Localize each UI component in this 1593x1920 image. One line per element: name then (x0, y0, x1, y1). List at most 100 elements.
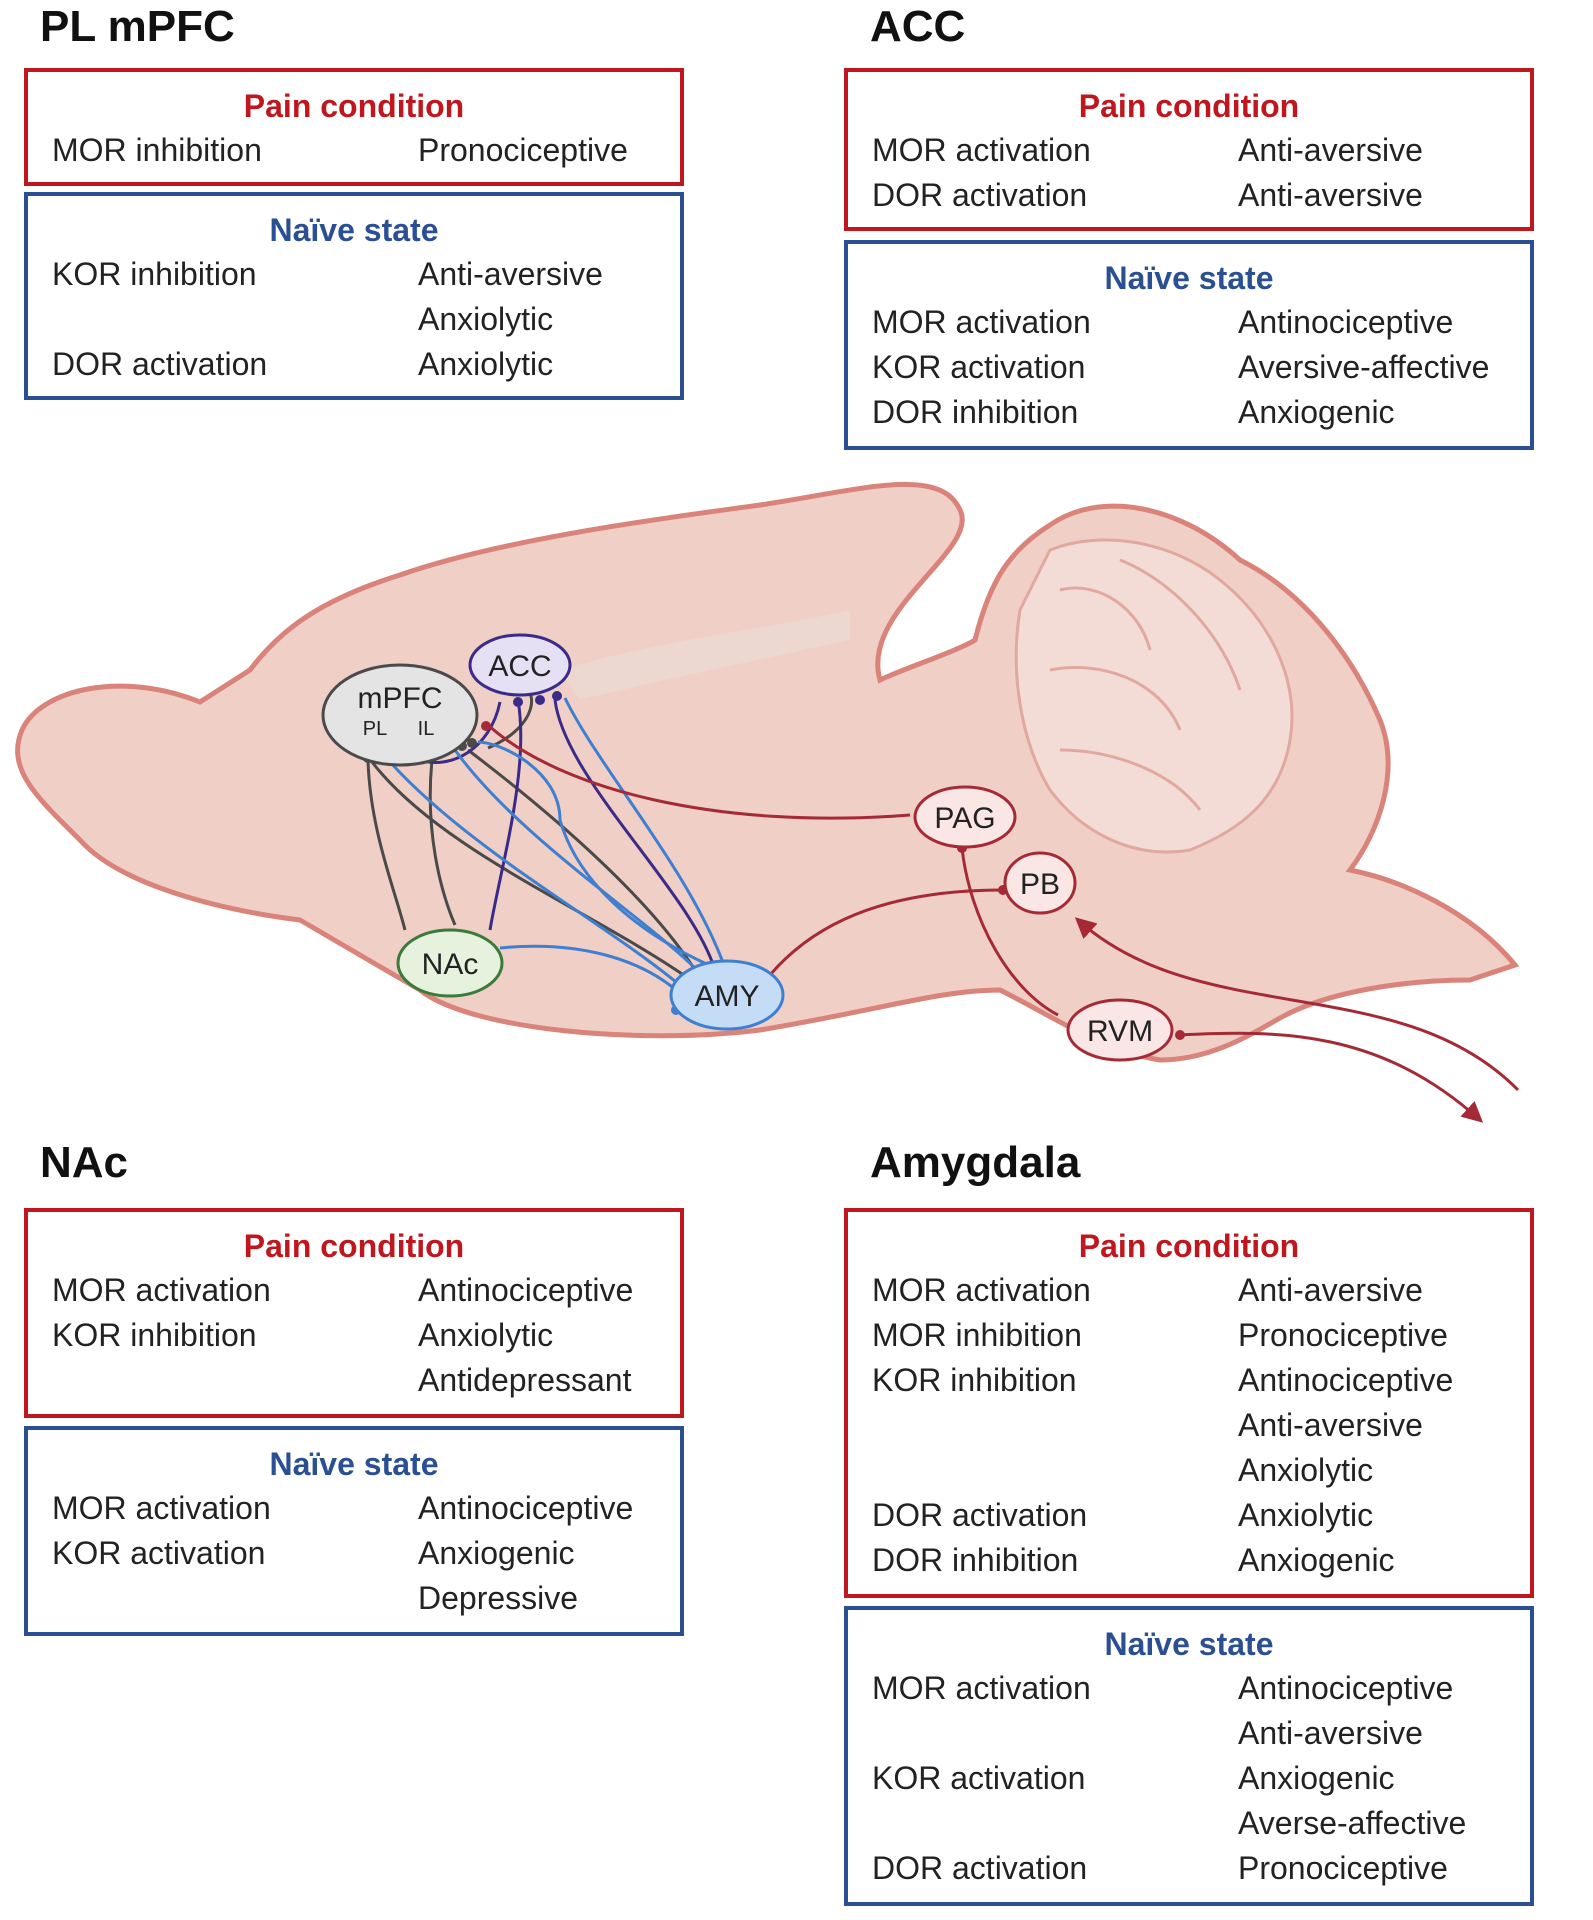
effect-row: Depressive (28, 1576, 680, 1621)
receptor-action: MOR activation (872, 1670, 1091, 1706)
effect-row: Anxiolytic (28, 297, 680, 342)
behavioral-effect: Anxiogenic (1238, 394, 1395, 430)
plmpfc-naive-heading: Naïve state (269, 212, 439, 248)
receptor-action: MOR activation (52, 1272, 271, 1308)
plmpfc-pain-rows: MOR inhibition Pronociceptive (28, 128, 680, 173)
effect-row: DOR activation Pronociceptive (848, 1846, 1530, 1891)
node-acc: ACC (468, 633, 572, 697)
plmpfc-pain-box: Pain condition MOR inhibition Pronocicept… (24, 68, 684, 186)
node-il-label: IL (418, 718, 435, 740)
receptor-action: KOR activation (872, 349, 1086, 385)
behavioral-effect: Anxiolytic (1238, 1452, 1374, 1488)
behavioral-effect: Anxiolytic (418, 346, 554, 382)
node-pb: PB (1003, 851, 1077, 915)
panel-title-nac: NAc (40, 1138, 129, 1187)
amygdala-naive-heading: Naïve state (1104, 1626, 1274, 1662)
behavioral-effect: Anti-aversive (1238, 1715, 1423, 1751)
receptor-action: KOR activation (872, 1760, 1086, 1796)
effect-row: MOR inhibition Pronociceptive (848, 1313, 1530, 1358)
nac-pain-heading: Pain condition (243, 1228, 465, 1264)
behavioral-effect: Anxiogenic (1238, 1542, 1395, 1578)
effect-row: DOR activation Anxiolytic (28, 342, 680, 387)
effect-row: DOR inhibition Anxiogenic (848, 390, 1530, 435)
effect-row: MOR inhibition Pronociceptive (28, 128, 680, 173)
receptor-action: KOR inhibition (52, 1317, 257, 1353)
node-amy: AMY (669, 959, 785, 1031)
receptor-action: KOR inhibition (872, 1362, 1077, 1398)
behavioral-effect: Pronociceptive (1238, 1850, 1448, 1886)
effect-row: KOR inhibition Anti-aversive (28, 252, 680, 297)
cerebellum-fold-1 (1059, 586, 1152, 651)
behavioral-effect: Averse-affective (1238, 1805, 1467, 1841)
behavioral-effect: Anxiolytic (1238, 1497, 1374, 1533)
receptor-action: MOR activation (872, 304, 1091, 340)
behavioral-effect: Antinociceptive (1238, 1670, 1454, 1706)
node-nac: NAc (396, 928, 504, 998)
behavioral-effect: Pronociceptive (1238, 1317, 1448, 1353)
ventricle-highlight (560, 610, 850, 700)
receptor-action: DOR activation (872, 177, 1088, 213)
behavioral-effect: Anxiogenic (1238, 1760, 1395, 1796)
behavioral-effect: Pronociceptive (418, 132, 628, 168)
panel-title-acc: ACC (870, 2, 966, 51)
cerebellum-fold-4 (1119, 558, 1242, 691)
nac-naive-heading: Naïve state (269, 1446, 439, 1482)
effect-row: KOR activation Anxiogenic (28, 1531, 680, 1576)
amygdala-naive-box: Naïve state MOR activation Antinociceptiv… (844, 1606, 1534, 1906)
behavioral-effect: Anti-aversive (1238, 132, 1423, 168)
plmpfc-pain-heading: Pain condition (243, 88, 465, 124)
node-rvm-label: RVM (1087, 1015, 1153, 1048)
node-nac-label: NAc (422, 948, 479, 981)
effect-row: Antidepressant (28, 1358, 680, 1403)
receptor-action: MOR activation (872, 132, 1091, 168)
receptor-action: MOR inhibition (52, 132, 262, 168)
receptor-action: KOR activation (52, 1535, 266, 1571)
node-acc-label: ACC (488, 650, 551, 683)
node-pag: PAG (913, 785, 1017, 849)
effect-row: MOR activation Antinociceptive (848, 1666, 1530, 1711)
behavioral-effect: Anxiogenic (418, 1535, 575, 1571)
receptor-action: MOR inhibition (872, 1317, 1082, 1353)
receptor-action: DOR activation (872, 1850, 1088, 1886)
effect-row: MOR activation Anti-aversive (848, 128, 1530, 173)
receptor-action: KOR inhibition (52, 256, 257, 292)
receptor-action: DOR inhibition (872, 394, 1079, 430)
effect-row: DOR activation Anxiolytic (848, 1493, 1530, 1538)
behavioral-effect: Antidepressant (418, 1362, 632, 1398)
effect-row: DOR activation Anti-aversive (848, 173, 1530, 218)
effect-row: Averse-affective (848, 1801, 1530, 1846)
behavioral-effect: Anti-aversive (1238, 1407, 1423, 1443)
behavioral-effect: Anxiolytic (418, 1317, 554, 1353)
node-pb-label: PB (1020, 868, 1060, 901)
node-pl-label: PL (363, 718, 387, 740)
brain-circuit-diagram: mPFC PL IL ACC NAc AMY PAG PB RVM (15, 481, 1520, 1123)
amygdala-pain-heading: Pain condition (1078, 1228, 1300, 1264)
behavioral-effect: Anxiolytic (418, 301, 554, 337)
behavioral-effect: Anti-aversive (418, 256, 603, 292)
behavioral-effect: Anti-aversive (1238, 177, 1423, 213)
node-mpfc-label: mPFC (358, 682, 443, 715)
panel-title-plmpfc: PL mPFC (40, 2, 235, 51)
node-amy-label: AMY (694, 980, 759, 1013)
behavioral-effect: Antinociceptive (1238, 1362, 1454, 1398)
blue-projections (388, 697, 727, 992)
receptor-action: DOR activation (872, 1497, 1088, 1533)
behavioral-effect: Antinociceptive (1238, 304, 1454, 340)
effect-row: KOR activation Anxiogenic (848, 1756, 1530, 1801)
behavioral-effect: Antinociceptive (418, 1490, 634, 1526)
behavioral-effect: Anti-aversive (1238, 1272, 1423, 1308)
receptor-action: DOR activation (52, 346, 268, 382)
